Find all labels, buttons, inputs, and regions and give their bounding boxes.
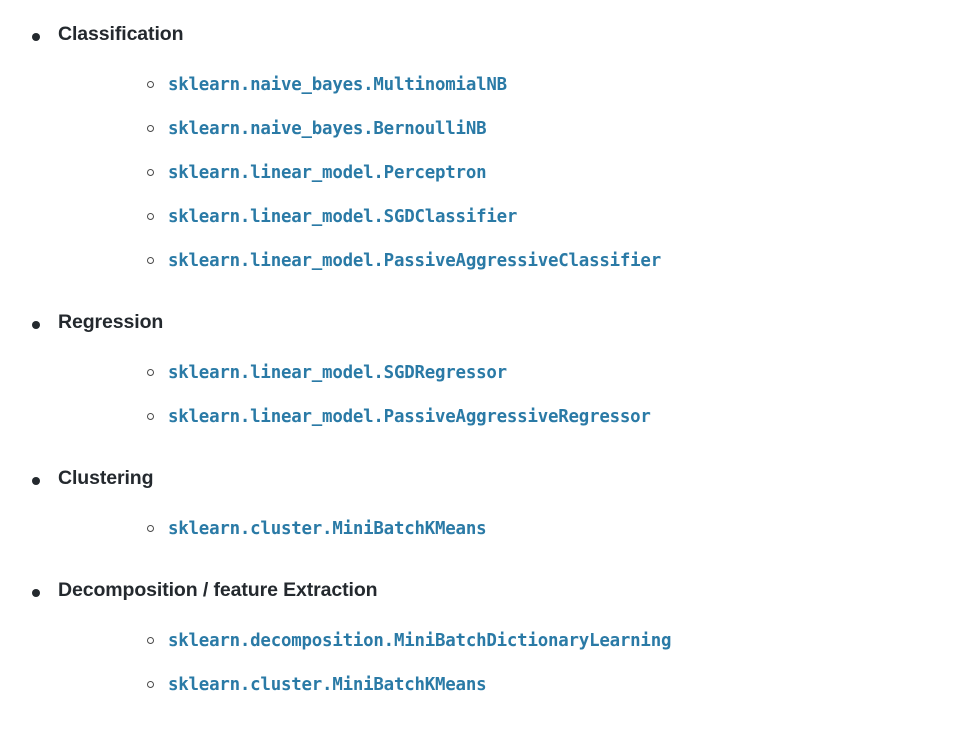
estimator-link[interactable]: sklearn.cluster.MiniBatchKMeans xyxy=(168,675,487,695)
list-item: sklearn.cluster.MiniBatchKMeans xyxy=(58,507,974,551)
section-regression: Regression sklearn.linear_model.SGDRegre… xyxy=(0,309,974,439)
estimator-sublist: sklearn.cluster.MiniBatchKMeans xyxy=(58,507,974,551)
list-item: sklearn.linear_model.PassiveAggressiveCl… xyxy=(58,239,974,283)
estimator-link[interactable]: sklearn.linear_model.Perceptron xyxy=(168,163,487,183)
list-item: sklearn.cluster.MiniBatchKMeans xyxy=(58,663,974,707)
disc-bullet-icon xyxy=(32,33,40,41)
list-item: sklearn.naive_bayes.BernoulliNB xyxy=(58,107,974,151)
circle-bullet-icon xyxy=(147,81,154,88)
incremental-learning-estimator-list: Classification sklearn.naive_bayes.Multi… xyxy=(0,0,974,707)
section-heading: Clustering xyxy=(58,467,154,489)
section-clustering: Clustering sklearn.cluster.MiniBatchKMea… xyxy=(0,465,974,551)
list-item: sklearn.linear_model.SGDClassifier xyxy=(58,195,974,239)
estimator-sublist: sklearn.linear_model.SGDRegressor sklear… xyxy=(58,351,974,439)
list-item: sklearn.naive_bayes.MultinomialNB xyxy=(58,63,974,107)
estimator-link[interactable]: sklearn.linear_model.PassiveAggressiveRe… xyxy=(168,407,651,427)
estimator-sublist: sklearn.decomposition.MiniBatchDictionar… xyxy=(58,619,974,707)
disc-bullet-icon xyxy=(32,589,40,597)
list-item: sklearn.linear_model.PassiveAggressiveRe… xyxy=(58,395,974,439)
estimator-link[interactable]: sklearn.linear_model.SGDRegressor xyxy=(168,363,507,383)
list-item: sklearn.linear_model.Perceptron xyxy=(58,151,974,195)
estimator-sublist: sklearn.naive_bayes.MultinomialNB sklear… xyxy=(58,63,974,283)
section-heading: Classification xyxy=(58,23,184,45)
circle-bullet-icon xyxy=(147,525,154,532)
circle-bullet-icon xyxy=(147,169,154,176)
list-item: sklearn.decomposition.MiniBatchDictionar… xyxy=(58,619,974,663)
circle-bullet-icon xyxy=(147,213,154,220)
estimator-link[interactable]: sklearn.naive_bayes.MultinomialNB xyxy=(168,75,507,95)
estimator-link[interactable]: sklearn.naive_bayes.BernoulliNB xyxy=(168,119,487,139)
circle-bullet-icon xyxy=(147,257,154,264)
estimator-link[interactable]: sklearn.linear_model.PassiveAggressiveCl… xyxy=(168,251,661,271)
section-heading: Decomposition / feature Extraction xyxy=(58,579,378,601)
estimator-link[interactable]: sklearn.cluster.MiniBatchKMeans xyxy=(168,519,487,539)
section-heading: Regression xyxy=(58,311,164,333)
list-item: sklearn.linear_model.SGDRegressor xyxy=(58,351,974,395)
disc-bullet-icon xyxy=(32,321,40,329)
estimator-link[interactable]: sklearn.decomposition.MiniBatchDictionar… xyxy=(168,631,672,651)
section-decomposition-feature-extraction: Decomposition / feature Extraction sklea… xyxy=(0,577,974,707)
circle-bullet-icon xyxy=(147,637,154,644)
disc-bullet-icon xyxy=(32,477,40,485)
circle-bullet-icon xyxy=(147,413,154,420)
circle-bullet-icon xyxy=(147,125,154,132)
circle-bullet-icon xyxy=(147,681,154,688)
estimator-link[interactable]: sklearn.linear_model.SGDClassifier xyxy=(168,207,518,227)
section-classification: Classification sklearn.naive_bayes.Multi… xyxy=(0,0,974,283)
circle-bullet-icon xyxy=(147,369,154,376)
